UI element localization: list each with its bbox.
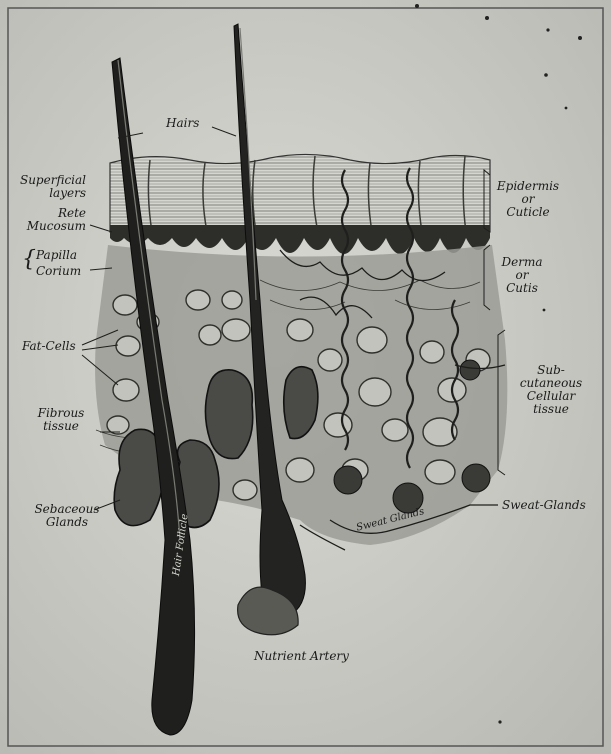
subcutaneous-label: Sub- cutaneous Cellular tissue	[510, 364, 592, 416]
superficial-layers-label: Superficial layers	[18, 174, 86, 200]
fibrous-tissue-label: Fibrous tissue	[26, 407, 96, 433]
rete-mucosum-label: Rete Mucosum	[18, 207, 86, 233]
fat-cells-label: Fat-Cells	[22, 340, 76, 353]
epidermis-label: Epidermis or Cuticle	[494, 180, 562, 219]
epidermis-layer	[110, 154, 490, 232]
papilla-corium-brace: {	[22, 247, 36, 273]
hairs-label: Hairs	[166, 117, 199, 130]
derma-label: Derma or Cutis	[496, 256, 548, 295]
nutrient-artery-label: Nutrient Artery	[254, 650, 349, 663]
sweat-glands-label: Sweat-Glands	[502, 499, 586, 512]
papilla-label: Papilla	[36, 249, 77, 262]
sebaceous-glands-label: Sebaceous Glands	[26, 503, 108, 529]
corium-label: Corium	[36, 265, 81, 278]
